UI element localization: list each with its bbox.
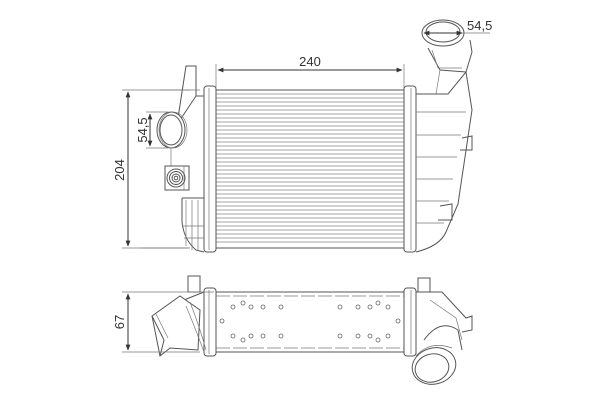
temperature-sensor	[164, 165, 190, 191]
left-tank	[140, 65, 217, 253]
front-view: 240 204 54,5 54,5	[112, 18, 492, 253]
width-label: 240	[299, 54, 321, 69]
dimension-width: 240	[215, 54, 405, 88]
height-label: 204	[112, 159, 127, 181]
depth-label: 67	[112, 315, 127, 329]
left-port-label: 54,5	[135, 117, 150, 142]
dimension-depth: 67	[112, 291, 214, 353]
top-view: 67	[112, 275, 473, 385]
right-tank	[403, 70, 473, 253]
radiator-core	[215, 89, 405, 249]
left-inlet-port	[156, 111, 188, 166]
dimension-top-port: 54,5	[423, 18, 492, 36]
top-port-label: 54,5	[467, 18, 492, 33]
dimension-left-port: 54,5	[135, 111, 168, 149]
dimension-height: 204	[112, 89, 200, 249]
top-outlet-pipe	[421, 19, 473, 95]
